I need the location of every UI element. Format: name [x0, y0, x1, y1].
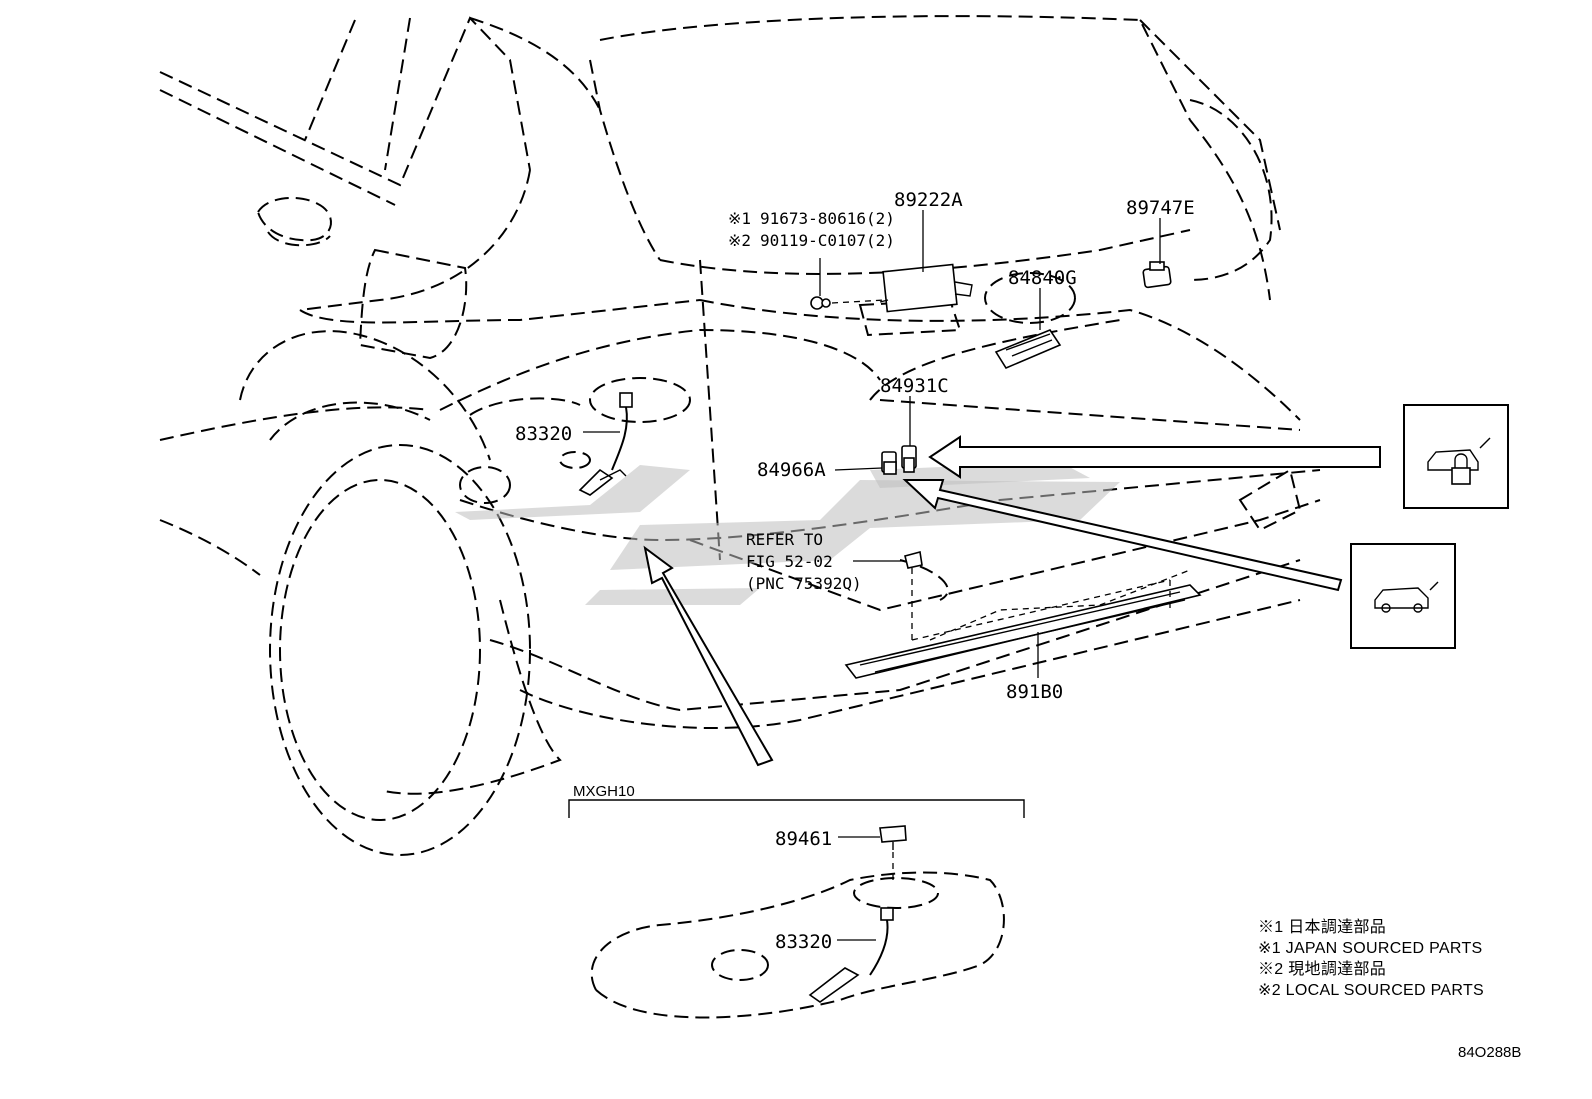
label-89461[interactable]: 89461: [775, 828, 832, 850]
label-90119-C0107[interactable]: 90119-C0107(2): [760, 231, 895, 250]
leader-lines: [583, 210, 1161, 941]
car-kick-sensor-icon: [1350, 543, 1456, 649]
fuel-sender-83320-top-part: [559, 392, 633, 496]
callout-arrows: [643, 435, 1381, 767]
variant-bracket: [568, 799, 1025, 818]
legend: ※1 日本調達部品 ※1 JAPAN SOURCED PARTS ※2 現地調達…: [1258, 918, 1484, 999]
refer-line-1: REFER TO: [746, 530, 823, 549]
screw-part: [810, 296, 886, 310]
refer-connector-part: [904, 550, 923, 640]
label-91673-80616[interactable]: 91673-80616(2): [760, 209, 895, 228]
figure-code: 84O288B: [1458, 1044, 1521, 1061]
switch-84931C-part: [901, 445, 917, 473]
legend-line-4: ※2 LOCAL SOURCED PARTS: [1258, 982, 1484, 999]
legend-line-2: ※1 JAPAN SOURCED PARTS: [1258, 940, 1483, 957]
switch-84966A-part: [881, 451, 897, 475]
variant-label: MXGH10: [573, 783, 635, 800]
part-labels: 89222A ※1 91673-80616(2) ※2 90119-C0107(…: [515, 189, 1195, 953]
label-89222A[interactable]: 89222A: [894, 189, 963, 211]
car-lock-icon: [1403, 404, 1509, 509]
sensor-strip-891B0-part: [844, 569, 1202, 679]
label-84966A[interactable]: 84966A: [757, 459, 826, 481]
fuel-tank-part: [590, 825, 1005, 1019]
label-891B0[interactable]: 891B0: [1006, 681, 1063, 703]
control-module-part: [858, 263, 973, 337]
label-84931C[interactable]: 84931C: [880, 375, 949, 397]
vehicle-body-outline: [159, 15, 1321, 856]
sensor-89747E-part: [1142, 261, 1172, 289]
switch-84840G-part: [984, 272, 1076, 370]
label-89747E[interactable]: 89747E: [1126, 197, 1195, 219]
refer-line-2[interactable]: FIG 52-02: [746, 552, 833, 571]
label-note1-prefix: ※1: [728, 209, 751, 228]
label-note2-prefix: ※2: [728, 231, 751, 250]
label-83320-bottom[interactable]: 83320: [775, 931, 832, 953]
legend-line-1: ※1 日本調達部品: [1258, 918, 1386, 936]
refer-line-3: (PNC 75392Q): [746, 574, 862, 593]
label-83320-top[interactable]: 83320: [515, 423, 572, 445]
label-84840G[interactable]: 84840G: [1008, 267, 1077, 289]
legend-line-3: ※2 現地調達部品: [1258, 960, 1386, 978]
